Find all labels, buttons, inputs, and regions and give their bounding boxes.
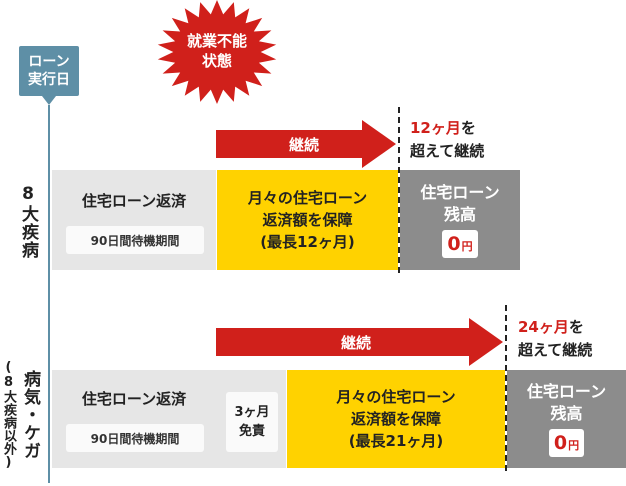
row2-category-sub: (8大疾病以外) [1, 360, 16, 470]
row2-beyond-text1: を [568, 318, 584, 336]
row1-guarantee-line3: (最長12ヶ月) [260, 233, 355, 251]
row2-continue-arrow: 継続 [216, 318, 503, 366]
row1-remaining-title-line2: 残高 [443, 205, 476, 224]
row2-guarantee-line3: (最長21ヶ月) [348, 432, 444, 450]
row2-exemption-box: 3ヶ月 免責 [226, 392, 278, 452]
row1-beyond-note: 12ヶ月を 超えて継続 [410, 117, 484, 163]
loan-start-line [48, 105, 50, 483]
row1-remaining-unit: 円 [461, 240, 473, 253]
loan-start-tag: ローン 実行日 [19, 46, 79, 96]
row1-waiting-period: 90日間待機期間 [66, 226, 204, 254]
row2-guarantee-line2: 返済額を保障 [350, 410, 441, 428]
row2-waiting-period: 90日間待機期間 [66, 424, 204, 452]
loan-start-pointer [42, 96, 56, 105]
burst-shape [157, 0, 277, 104]
row2-exemption-line2: 免責 [238, 424, 265, 439]
row1-guarantee-line2: 返済額を保障 [262, 211, 353, 229]
row1-repayment-band [52, 170, 216, 270]
row2-remaining-title-line2: 残高 [550, 404, 583, 423]
row2-remaining-unit: 円 [568, 439, 580, 452]
row2-category: 病気・ケガ [20, 370, 40, 460]
loan-start-label-line1: ローン [28, 54, 70, 70]
row1-remaining-value: 0 [447, 233, 461, 255]
incapacity-label-line1: 就業不能 [186, 32, 247, 50]
row2-arrow-label: 継続 [341, 334, 371, 352]
row2-remaining-title-line1: 住宅ローン [526, 382, 607, 401]
row1-category: 8大疾病 [18, 183, 38, 259]
incapacity-label-line2: 状態 [201, 52, 232, 70]
row2-guarantee-line1: 月々の住宅ローン [336, 388, 456, 406]
row1-beyond-highlight: 12ヶ月 [410, 119, 461, 137]
row1-arrow-label: 継続 [289, 136, 319, 154]
loan-start-label-line2: 実行日 [28, 72, 70, 88]
row1-arrow-shape [216, 120, 396, 168]
row2-limit-dashed-line [505, 305, 507, 471]
row2-guarantee-block: 月々の住宅ローン 返済額を保障 (最長21ヶ月) [287, 370, 505, 468]
incapacity-label: 就業不能 状態 [167, 31, 267, 71]
row1-beyond-text1: を [460, 119, 476, 137]
row2-repayment-title: 住宅ローン返済 [81, 390, 187, 408]
row1-continue-arrow: 継続 [216, 120, 396, 168]
row2-remaining-value: 0 [553, 432, 568, 454]
row1-remaining-title-line1: 住宅ローン [420, 183, 500, 202]
row2-beyond-note: 24ヶ月を 超えて継続 [518, 316, 592, 362]
row2-arrow-shape [216, 318, 503, 366]
row1-limit-dashed-line [398, 107, 400, 273]
row2-beyond-highlight: 24ヶ月 [518, 318, 569, 336]
row1-repayment-title: 住宅ローン返済 [81, 192, 187, 210]
row1-beyond-text2: 超えて継続 [410, 142, 485, 160]
row1-guarantee-line1: 月々の住宅ローン [247, 189, 368, 207]
row1-guarantee-block: 月々の住宅ローン 返済額を保障 (最長12ヶ月) [217, 170, 398, 270]
row2-exemption-line1: 3ヶ月 [234, 405, 270, 420]
incapacity-burst [157, 0, 277, 104]
row2-beyond-text2: 超えて継続 [518, 341, 593, 359]
